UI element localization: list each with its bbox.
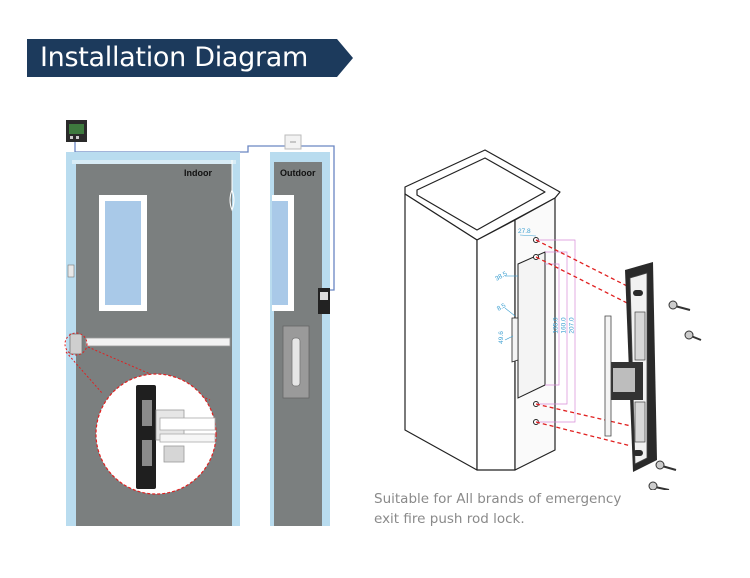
lock-closeup-icon [136, 385, 216, 489]
dim-label: 49.6 [497, 331, 505, 344]
indoor-label: Indoor [184, 168, 212, 178]
title-banner [27, 39, 353, 77]
caption: Suitable for All brands of emergency exi… [374, 489, 634, 529]
outdoor-label: Outdoor [280, 168, 316, 178]
door-handle-icon [282, 325, 310, 399]
electric-strike-icon [604, 262, 657, 472]
dim-label: 135.0 [552, 317, 560, 334]
control-box-icon [66, 120, 87, 142]
switch-box-icon [284, 134, 302, 150]
caption-line-1: Suitable for All brands of emergency [374, 491, 622, 507]
card-reader-icon [318, 288, 330, 314]
screw-icon [648, 300, 702, 490]
strike-illustration [404, 149, 702, 490]
caption-line-2: exit fire push rod lock. [374, 511, 525, 527]
dim-label: 207.0 [568, 317, 576, 334]
dim-label: 27.8 [518, 228, 531, 235]
door-illustration [64, 120, 335, 526]
dim-label: 160.0 [560, 317, 568, 334]
page-title: Installation Diagram [40, 42, 309, 73]
